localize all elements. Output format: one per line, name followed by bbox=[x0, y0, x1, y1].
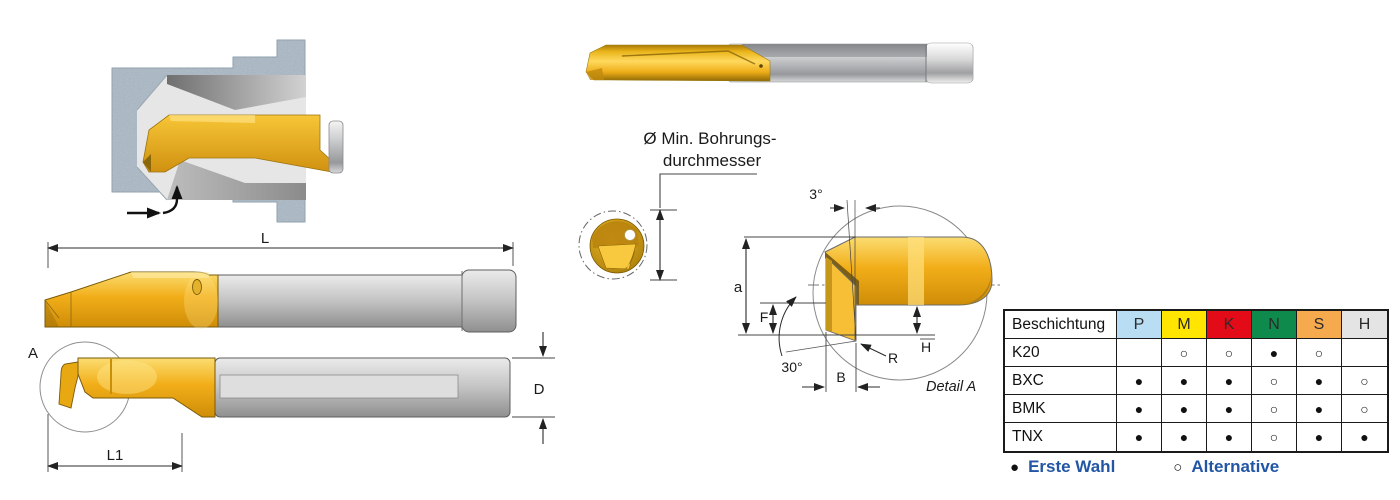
coating-cell: ● bbox=[1207, 395, 1252, 423]
dim-a-label: a bbox=[734, 279, 743, 296]
dim-b-label: B bbox=[836, 369, 845, 385]
tool-end-cap bbox=[328, 120, 344, 174]
coating-cell: ○ bbox=[1342, 367, 1387, 395]
tool-photo bbox=[585, 42, 974, 84]
coating-cell: ○ bbox=[1252, 423, 1297, 451]
gold-head-outline-2 bbox=[77, 357, 216, 418]
detail-marker-label: A bbox=[28, 345, 38, 362]
dim-h-label: H bbox=[921, 339, 931, 355]
min-bore-circle bbox=[578, 210, 648, 280]
coating-row-bxc: BXC ● ● ● ○ ● ○ bbox=[1005, 367, 1387, 395]
min-bore-label-line1: Ø Min. Bohrungs- bbox=[643, 129, 776, 148]
min-bore-diagram: Ø Min. Bohrungs- durchmesser bbox=[578, 129, 777, 281]
coating-table-header-row: Beschichtung P M K N S H bbox=[1005, 311, 1387, 339]
legend-alternative-label: Alternative bbox=[1191, 457, 1280, 476]
shank-outline bbox=[217, 274, 465, 328]
clamp-screw bbox=[192, 279, 202, 295]
coating-cell: ● bbox=[1117, 423, 1162, 451]
coating-cell: ● bbox=[1207, 367, 1252, 395]
coating-cell: ● bbox=[1207, 423, 1252, 451]
angle-3-label: 3° bbox=[809, 186, 822, 202]
dim-r-label: R bbox=[888, 350, 898, 366]
coating-cell bbox=[1342, 339, 1387, 367]
detail-a-caption: Detail A bbox=[926, 379, 976, 395]
coating-legend: ● Erste Wahl ○ Alternative bbox=[1010, 457, 1279, 477]
coating-row-label: BMK bbox=[1005, 395, 1117, 423]
coating-col-p: P bbox=[1117, 311, 1162, 339]
coating-table-title: Beschichtung bbox=[1005, 311, 1117, 339]
coating-cell: ● bbox=[1117, 367, 1162, 395]
coolant-hole bbox=[624, 229, 636, 241]
side-view-underside-drawing: A L1 D bbox=[28, 332, 555, 472]
coating-cell: ○ bbox=[1252, 395, 1297, 423]
legend-alternative: ○ Alternative bbox=[1173, 457, 1279, 477]
coating-col-m: M bbox=[1162, 311, 1207, 339]
coating-cell: ● bbox=[1252, 339, 1297, 367]
coating-cell: ● bbox=[1162, 395, 1207, 423]
coating-cell: ● bbox=[1162, 367, 1207, 395]
side-view-length-drawing: L bbox=[44, 230, 517, 333]
coating-cell: ○ bbox=[1297, 339, 1342, 367]
coating-cell: ● bbox=[1117, 395, 1162, 423]
coating-cell: ● bbox=[1162, 423, 1207, 451]
tool-head-photo bbox=[585, 44, 771, 82]
filled-circle-icon: ● bbox=[1010, 458, 1020, 476]
coating-col-s: S bbox=[1297, 311, 1342, 339]
front-blade bbox=[597, 243, 637, 270]
coating-row-bmk: BMK ● ● ● ○ ● ○ bbox=[1005, 395, 1387, 423]
dim-l-label: L bbox=[261, 230, 269, 247]
tip-hook bbox=[58, 361, 79, 409]
tool-tip-shadow bbox=[143, 154, 151, 172]
coating-cell: ● bbox=[1297, 423, 1342, 451]
coating-cell: ● bbox=[1297, 395, 1342, 423]
coating-cell: ○ bbox=[1342, 395, 1387, 423]
upper-bore-wall bbox=[167, 75, 306, 110]
coating-cell: ○ bbox=[1162, 339, 1207, 367]
dim-f-label: F bbox=[760, 309, 769, 325]
coating-cell: ● bbox=[1297, 367, 1342, 395]
coating-cell: ○ bbox=[1207, 339, 1252, 367]
open-circle-icon: ○ bbox=[1173, 458, 1183, 476]
lower-bore-wall bbox=[167, 160, 306, 200]
dim-d-label: D bbox=[534, 381, 545, 398]
shank-flat bbox=[219, 374, 459, 399]
coating-row-label: BXC bbox=[1005, 367, 1117, 395]
tool-flat-photo bbox=[742, 44, 927, 57]
coating-col-k: K bbox=[1207, 311, 1252, 339]
min-bore-label-line2: durchmesser bbox=[663, 151, 762, 170]
tool-clamp-end-photo bbox=[925, 42, 974, 84]
feed-arrow-bend bbox=[162, 185, 183, 215]
coating-col-h: H bbox=[1342, 311, 1387, 339]
dim-r-leader bbox=[860, 343, 887, 357]
legend-first-choice: ● Erste Wahl bbox=[1010, 457, 1115, 477]
collar-highlight bbox=[184, 273, 218, 329]
coating-row-label: K20 bbox=[1005, 339, 1117, 367]
angle-30-arc bbox=[778, 296, 797, 357]
cross-section-diagram bbox=[111, 39, 344, 223]
angle-30-label: 30° bbox=[781, 359, 802, 375]
coating-col-n: N bbox=[1252, 311, 1297, 339]
coating-row-k20: K20 ○ ○ ● ○ bbox=[1005, 339, 1387, 367]
min-bore-leader bbox=[659, 173, 757, 208]
clamp-band-outline bbox=[461, 269, 517, 333]
coating-cell bbox=[1117, 339, 1162, 367]
coating-row-tnx: TNX ● ● ● ○ ● ● bbox=[1005, 423, 1387, 451]
coating-cell: ○ bbox=[1252, 367, 1297, 395]
coating-cell: ● bbox=[1360, 429, 1369, 445]
legend-first-choice-label: Erste Wahl bbox=[1028, 457, 1116, 476]
coating-row-label: TNX bbox=[1005, 423, 1117, 451]
dim-l1-label: L1 bbox=[107, 447, 124, 464]
detail-a-diagram: 3° a F H R 30° B Detail A bbox=[734, 186, 1000, 395]
coating-table: Beschichtung P M K N S H K20 ○ ○ ● ○ BXC… bbox=[1003, 309, 1389, 453]
